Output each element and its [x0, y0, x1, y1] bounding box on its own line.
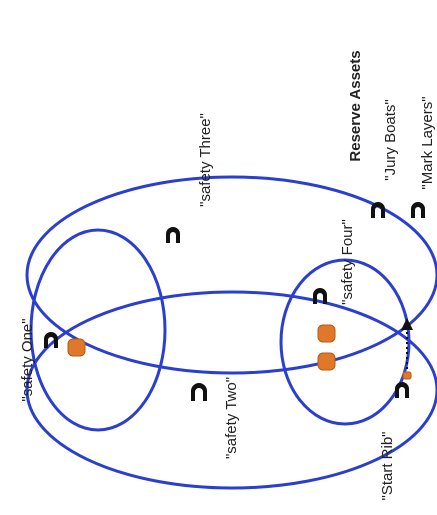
start-line [401, 318, 413, 380]
coverage-zone-large-upper [25, 175, 437, 375]
boat-icon [44, 332, 58, 348]
marks [67, 324, 336, 371]
label-safety-two: "safety Two" [223, 377, 240, 459]
boat-icon [395, 382, 409, 398]
boat-safety-one [44, 332, 58, 348]
boat-safety-two [191, 383, 207, 401]
coverage-zone-right [279, 258, 411, 426]
mast-icon [401, 318, 413, 330]
reserve-item-jury-boats: "Jury Boats" [382, 99, 399, 181]
label-start-rib: "Start Rib" [379, 431, 396, 500]
coverage-zones [25, 175, 437, 490]
buoy-icon [67, 338, 86, 357]
boat-start-rib [395, 382, 409, 398]
boat-icon [411, 202, 425, 218]
label-safety-four: "safety Four" [339, 219, 356, 305]
boat-icon [166, 227, 180, 243]
label-safety-three: "safety Three" [197, 113, 214, 207]
boat-safety-three [166, 227, 180, 243]
reserve-boats [371, 202, 425, 218]
buoy-icon [317, 324, 336, 343]
boat-icon [191, 383, 207, 401]
coverage-zone-large-lower [25, 290, 437, 490]
coverage-zone-left [29, 228, 167, 432]
reserve-item-mark-layers: "Mark Layers" [419, 96, 436, 189]
pin-buoy-icon [402, 371, 412, 380]
boat-icon [313, 288, 327, 304]
boat-safety-four [313, 288, 327, 304]
buoy-icon [317, 352, 336, 371]
label-safety-one: "safety One" [19, 318, 36, 401]
boat-icon [371, 202, 385, 218]
reserve-assets-title: Reserve Assets [347, 50, 364, 161]
